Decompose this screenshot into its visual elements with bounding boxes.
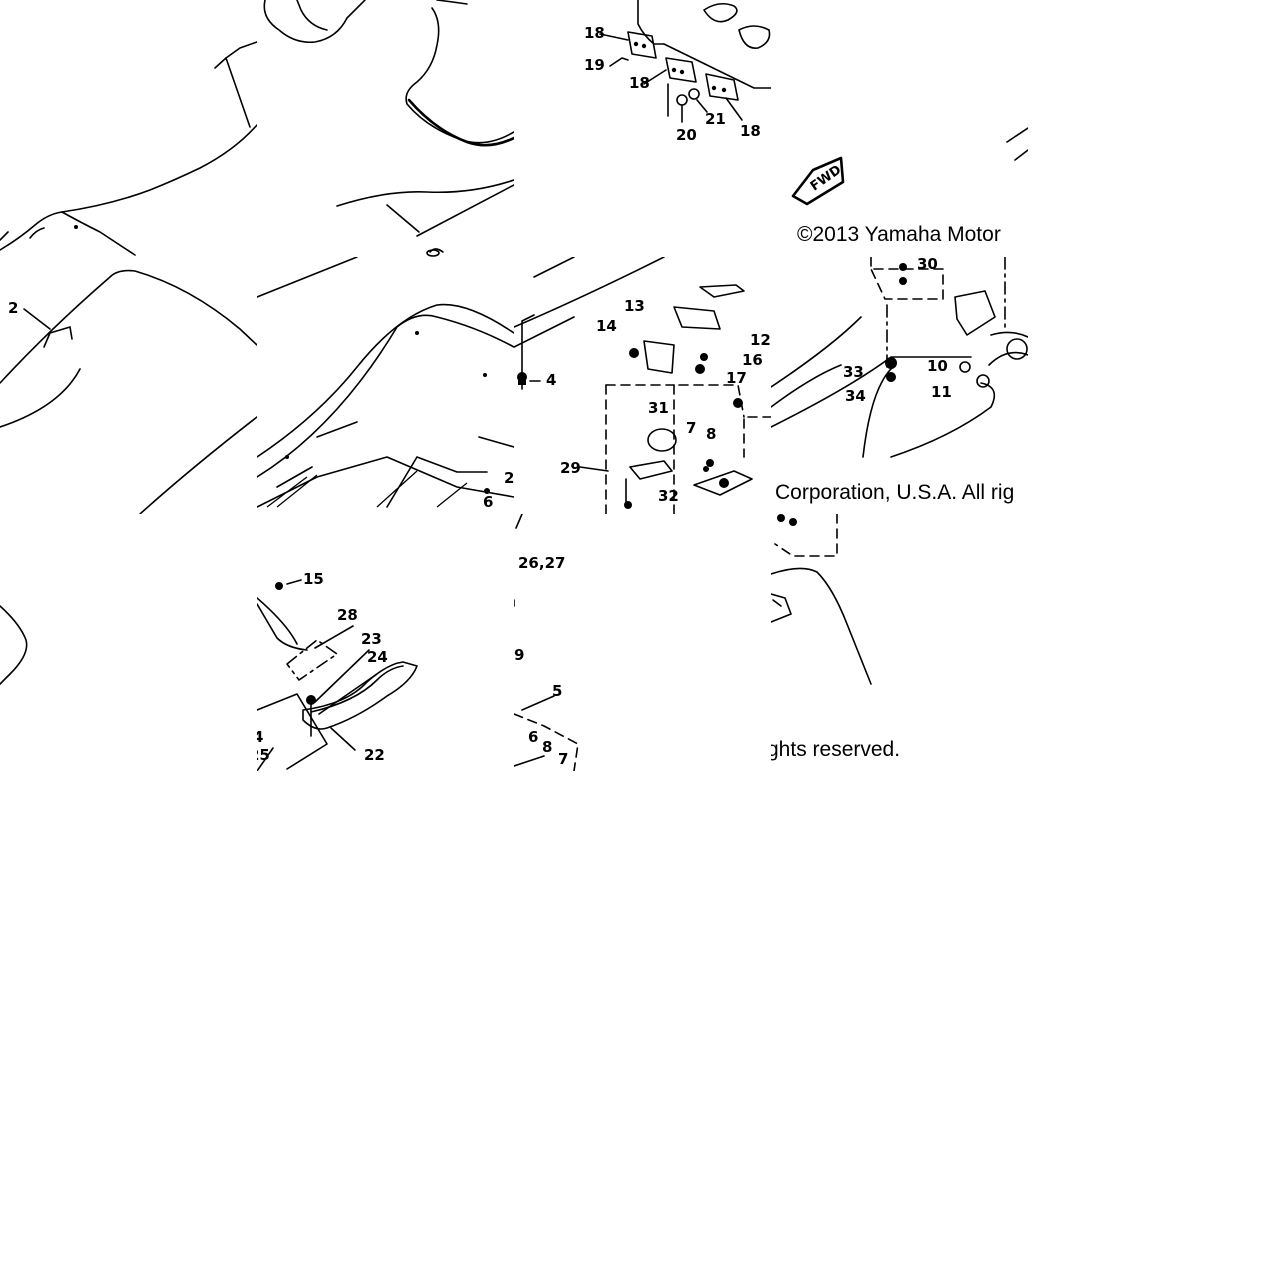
callout-18: 18 <box>740 122 761 140</box>
copyright-text: Corporation, U.S.A. All rig <box>775 481 1015 504</box>
carrier-body-drawing <box>257 257 514 508</box>
callout-8: 8 <box>706 425 717 443</box>
callout-8: 8 <box>542 738 553 756</box>
callout-18: 18 <box>629 74 650 92</box>
callout-29: 29 <box>560 459 581 477</box>
callout-26-27: 26,27 <box>518 554 566 572</box>
carrier-outline-drawing <box>0 41 257 256</box>
callout-21: 21 <box>705 110 726 128</box>
callout-5: 5 <box>552 682 563 700</box>
carrier-side-drawing <box>0 269 257 514</box>
rear-grip-drawing <box>257 579 418 771</box>
diagram-tile-r0c0 <box>0 0 257 257</box>
callout-25: 25 <box>257 746 270 764</box>
callout-33: 33 <box>843 363 864 381</box>
copyright-text: ghts reserved. <box>771 738 901 761</box>
callout-23: 23 <box>361 630 382 648</box>
callout-10: 10 <box>927 357 948 375</box>
diagram-tile-r1c1: 2 6 <box>257 257 514 514</box>
callout-19: 19 <box>584 56 605 74</box>
diagram-tile-r0c3: FWD ©2013 Yamaha Motor <box>771 0 1028 257</box>
callout-28: 28 <box>337 606 358 624</box>
callout-9: 9 <box>514 646 525 664</box>
carrier-handle-drawing <box>263 0 514 257</box>
diagram-tile-r1c3: 30 33 34 10 11 Corporation, U.S.A. All r… <box>771 257 1028 514</box>
diagram-tile-r2c3: ghts reserved. <box>771 514 1028 771</box>
callout-12: 12 <box>750 331 771 349</box>
callout-6: 6 <box>483 493 494 511</box>
diagram-tile-r0c1 <box>257 0 514 257</box>
callout-2: 2 <box>8 299 19 317</box>
callout-30: 30 <box>917 257 938 273</box>
callout-16: 16 <box>742 351 763 369</box>
lower-bracket-drawing <box>514 514 579 771</box>
bracket-detail-drawing <box>599 0 771 123</box>
callout-4: 4 <box>257 728 264 746</box>
callout-15: 15 <box>303 570 324 588</box>
callout-17: 17 <box>726 369 747 387</box>
callout-24: 24 <box>367 648 388 666</box>
latch-exploded-drawing <box>514 257 771 514</box>
callout-6: 6 <box>528 728 539 746</box>
diagram-tile-r2c2: 26,27 9 5 6 8 7 <box>514 514 771 771</box>
diagram-tile-r1c0: 2 <box>0 257 257 514</box>
callout-31: 31 <box>648 399 669 417</box>
diagram-tile-r1c2: 13 14 12 16 17 4 31 7 8 29 32 <box>514 257 771 514</box>
callout-34: 34 <box>845 387 866 405</box>
copyright-text: ©2013 Yamaha Motor <box>797 223 1001 246</box>
fwd-arrow-drawing <box>791 127 1028 206</box>
callout-32: 32 <box>658 487 679 505</box>
callout-18: 18 <box>584 24 605 42</box>
carrier-corner-drawing <box>0 605 28 685</box>
diagram-tile-r0c2: 18 19 18 20 21 18 <box>514 0 771 257</box>
callout-22: 22 <box>364 746 385 764</box>
callout-2: 2 <box>504 469 514 487</box>
callout-20: 20 <box>676 126 697 144</box>
callout-7: 7 <box>558 750 569 768</box>
diagram-tile-r2c1: 15 28 23 24 22 4 25 <box>257 514 514 771</box>
callout-11: 11 <box>931 383 952 401</box>
callout-13: 13 <box>624 297 645 315</box>
callout-7: 7 <box>686 419 697 437</box>
right-panel-drawing <box>771 257 1028 458</box>
diagram-tile-r2c0 <box>0 514 257 771</box>
latch-lower-drawing <box>771 514 872 685</box>
callout-4: 4 <box>546 371 557 389</box>
callout-14: 14 <box>596 317 617 335</box>
